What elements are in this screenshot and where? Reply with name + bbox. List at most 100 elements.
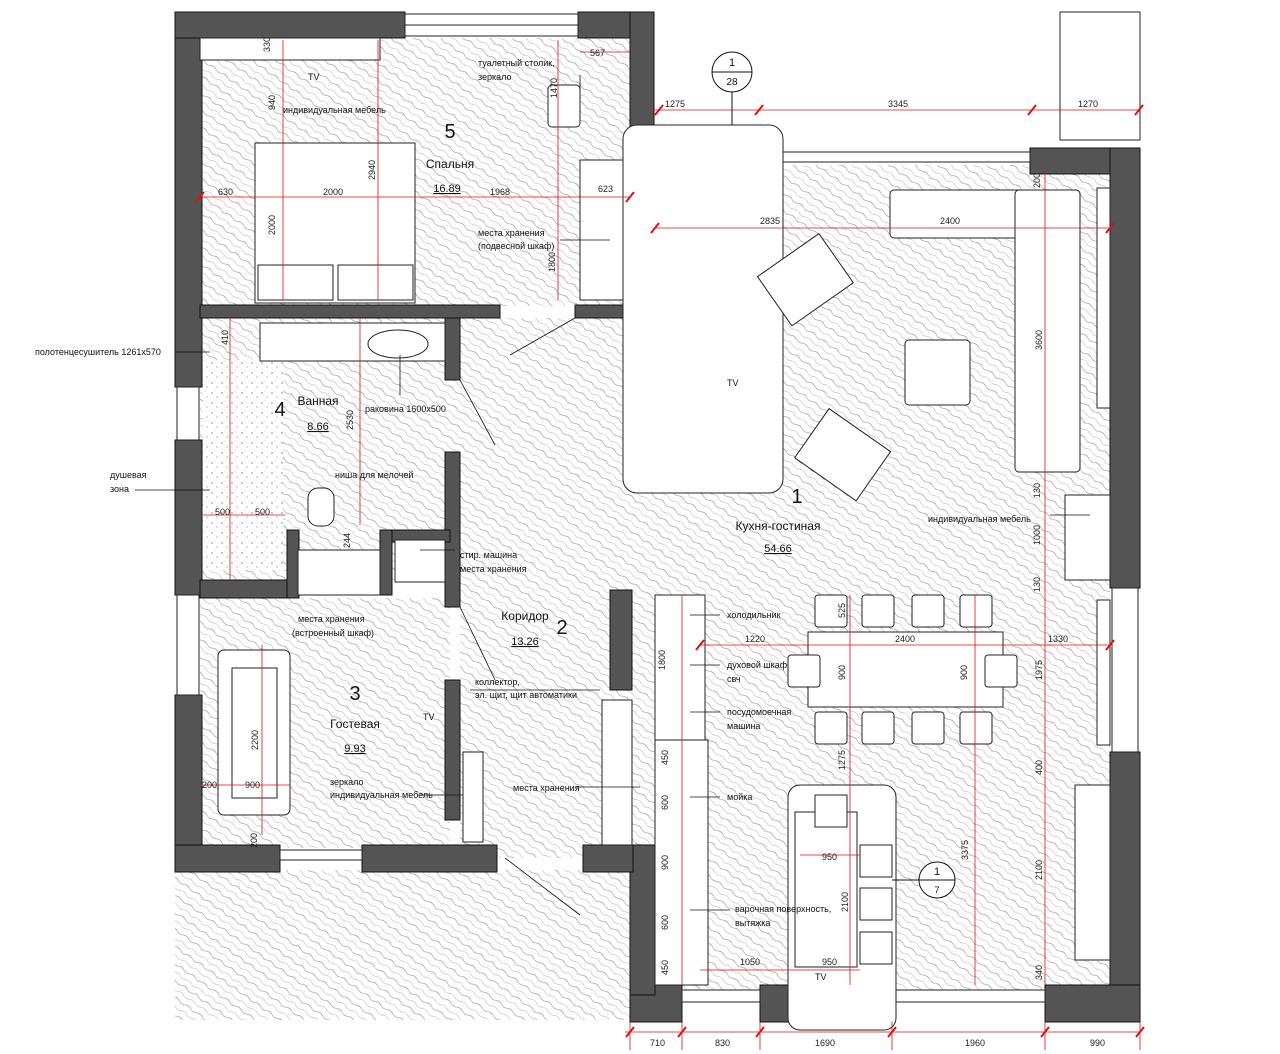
room-label-kitchen-living: 1 Кухня-гостиная 54.66 (736, 486, 821, 555)
dim-value: 2000 (267, 215, 277, 235)
dim-value: 410 (220, 330, 230, 345)
coffee-table (904, 339, 971, 406)
dim-value: 990 (1090, 1038, 1105, 1048)
hanging-storage-note-2: (подвесной шкаф) (478, 241, 554, 251)
dim-value: 244 (342, 533, 352, 548)
dim-value: 623 (598, 184, 613, 194)
vanity-note-1: туалетный столик, (478, 58, 555, 68)
mirror (462, 751, 484, 843)
dim-value: 3345 (888, 99, 908, 109)
dim-value: 2530 (345, 410, 355, 430)
dim-value: 900 (837, 665, 847, 680)
dim-value: 400 (1034, 760, 1044, 775)
dim-value: 3600 (1034, 330, 1044, 350)
dim-value: 940 (267, 95, 277, 110)
niche-note: ниша для мелочей (335, 470, 413, 480)
guest-tv: TV (423, 712, 435, 722)
room-number: 5 (444, 121, 455, 143)
section-num: 1 (934, 866, 940, 878)
dim-value: 1275 (665, 99, 685, 109)
room-number: 4 (274, 399, 285, 421)
corridor-storage-note: места хранения (513, 783, 580, 793)
dim-value: 900 (245, 780, 260, 790)
section-mark-top: 1 28 (711, 51, 753, 125)
towel-warmer-note: полотенцесушитель 1261х570 (35, 347, 161, 357)
rug (622, 124, 784, 494)
living-tv: TV (727, 378, 739, 388)
dim-value: 2400 (895, 634, 915, 644)
hanging-storage-note-1: места хранения (478, 228, 545, 238)
kitchen-sink-note: мойка (727, 792, 752, 802)
dim-value: 630 (218, 187, 233, 197)
dim-value: 2400 (940, 216, 960, 226)
section-sheet: 7 (934, 885, 939, 895)
dim-value: 200 (202, 780, 217, 790)
room-number: 2 (556, 617, 567, 639)
custom-cabinet (1064, 494, 1111, 581)
hob-note-2: вытяжка (735, 918, 770, 928)
dim-value: 1968 (490, 187, 510, 197)
dim-value: 1270 (1078, 99, 1098, 109)
corridor-storage (601, 699, 633, 846)
builtin-storage-note-2: (встроенный шкаф) (292, 628, 374, 638)
room-name: Коридор (501, 609, 549, 623)
collector-note-1: коллектор, (475, 677, 520, 687)
dim-value: 450 (660, 750, 670, 765)
dim-value: 500 (215, 507, 230, 517)
dim-value: 600 (660, 915, 670, 930)
openings (176, 13, 1139, 1003)
mirror-note-2: индивидуальная мебель (330, 790, 433, 800)
dim-value: 1050 (740, 957, 760, 967)
room-label-bedroom: 5 Спальня 16.89 (426, 121, 474, 195)
furniture (199, 11, 1141, 1031)
dim-value: 3375 (960, 840, 970, 860)
dim-value: 500 (255, 507, 270, 517)
room-label-corridor: 2 Коридор 13.26 (501, 609, 567, 648)
dim-value: 130 (1032, 483, 1042, 498)
sofa-side (1014, 189, 1081, 473)
room-area: 54.66 (764, 543, 792, 555)
hanging-wardrobe (579, 159, 631, 301)
dim-value: 1975 (1034, 660, 1044, 680)
section-num: 1 (729, 57, 735, 69)
section-sheet: 28 (726, 77, 738, 88)
dim-value: 1690 (815, 1038, 835, 1048)
dining-table (807, 631, 1004, 708)
room-name: Спальня (426, 157, 474, 171)
custom-furniture-note: индивидуальная мебель (928, 514, 1031, 524)
dim-value: 330 (262, 37, 272, 52)
dim-value: 710 (650, 1038, 665, 1048)
dim-value: 200 (249, 833, 259, 848)
dim-value: 900 (660, 855, 670, 870)
room-label-guest: 3 Гостевая 9.93 (330, 683, 380, 755)
collector-note-2: эл. щит, щит автоматики (475, 690, 577, 700)
room-number: 3 (349, 683, 360, 705)
dim-value: 525 (837, 603, 847, 618)
kitchen-tv: TV (815, 972, 827, 982)
room-name: Ванная (297, 394, 338, 408)
shower-note-1: душевая (110, 470, 147, 480)
dim-value: 1800 (547, 252, 557, 272)
dim-value: 450 (660, 960, 670, 975)
shower-note-2: зона (110, 484, 129, 494)
oven-note-2: свч (727, 674, 741, 684)
room-number: 1 (791, 486, 802, 508)
dim-value: 830 (715, 1038, 730, 1048)
dim-value: 1960 (965, 1038, 985, 1048)
room-label-bathroom: 4 Ванная 8.66 (274, 394, 338, 433)
room-area: 8.66 (307, 421, 328, 433)
oven-note-1: духовой шкаф (727, 660, 788, 670)
hob-note-1: варочная поверхность, (735, 904, 831, 914)
dim-value: 1275 (837, 750, 847, 770)
annotations: полотенцесушитель 1261х570 душевая зона … (35, 58, 1031, 982)
armchair-top (756, 232, 855, 327)
bedroom-furniture-note: индивидуальная мебель (283, 105, 386, 115)
dim-value: 2100 (1034, 860, 1044, 880)
dim-value: 1470 (549, 78, 559, 98)
washer-note-2: места хранения (460, 564, 527, 574)
fridge-note: холодильник (727, 610, 781, 620)
vanity-chair (547, 84, 581, 128)
dim-value: 2835 (760, 216, 780, 226)
dimension-values: 330 940 2940 630 2000 1968 2000 567 1470… (202, 37, 1105, 1048)
bedroom-tv: TV (308, 72, 320, 82)
